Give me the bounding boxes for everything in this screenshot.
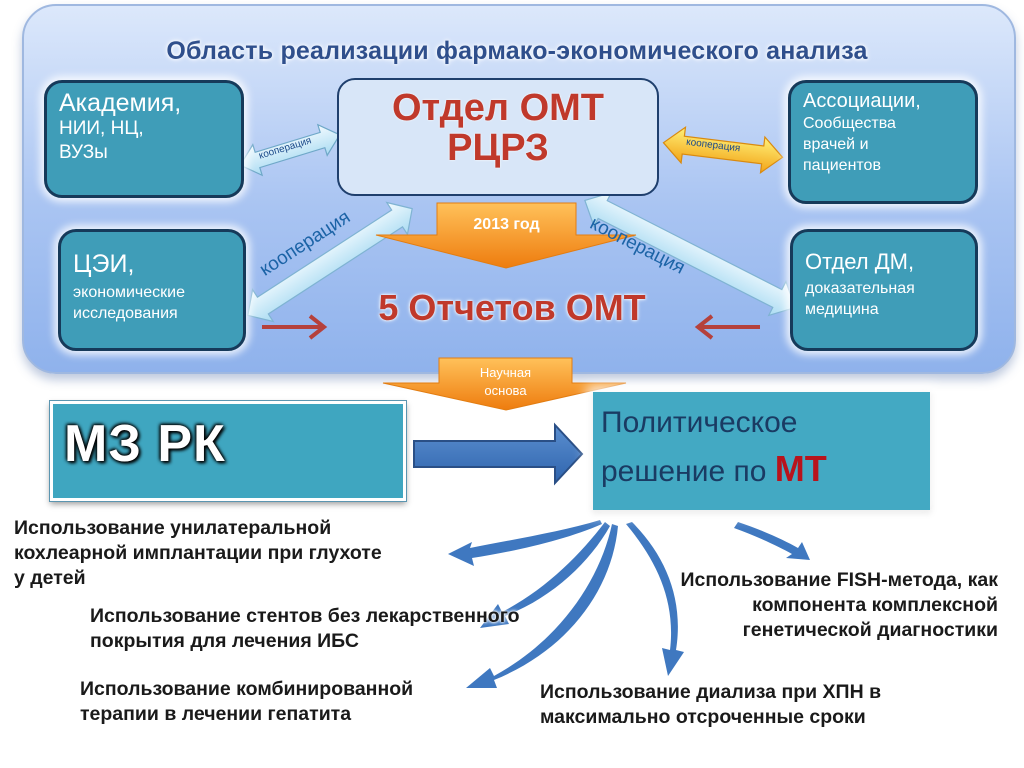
item-fish-line2: компонента комплексной <box>752 594 998 616</box>
year-label: 2013 год <box>473 216 540 233</box>
panel-title: Область реализации фармако-экономическог… <box>166 37 868 65</box>
basis-label-2: основа <box>484 383 527 398</box>
arrow-to-fish <box>734 522 810 560</box>
red-arrow-left <box>262 314 328 340</box>
arrow-to-dialysis <box>626 522 684 676</box>
cei-comma: , <box>127 250 135 278</box>
item-fish-line1: Использование FISH-метода, как <box>680 569 998 591</box>
omt-line2: РЦРЗ <box>447 127 549 169</box>
arrow-to-stents <box>480 522 610 628</box>
assoc-line3: врачей и <box>803 136 869 153</box>
omt-line1: Отдел ОМТ <box>391 87 605 129</box>
mz-label: МЗ РК <box>64 415 226 473</box>
basis-arrow <box>382 357 627 411</box>
academy-line2: НИИ, НЦ, <box>59 118 144 139</box>
dm-box: Отдел ДМ, доказательная медицина <box>790 229 978 351</box>
red-arrow-right <box>694 314 760 340</box>
coop-diag-left-arrow <box>247 201 413 323</box>
policy-line1: Политическое <box>601 406 798 439</box>
item-hepatitis: Использование комбинированной терапии в … <box>80 677 413 727</box>
item-stents: Использование стентов без лекарственного… <box>90 604 520 654</box>
item-fish-line3: генетической диагностики <box>742 619 998 641</box>
assoc-line2: Сообщества <box>803 115 896 132</box>
item-cochlear: Использование унилатеральной кохлеарной … <box>14 516 382 591</box>
mz-box <box>50 401 406 501</box>
academy-comma: , <box>174 89 182 117</box>
policy-prefix: решение по <box>601 455 775 488</box>
policy-mt: МТ <box>774 448 827 489</box>
curved-arrows <box>448 520 810 688</box>
item-stents-line1: Использование стентов без лекарственного <box>90 605 520 627</box>
dm-head: Отдел ДМ <box>805 249 908 274</box>
cei-box: ЦЭИ, экономические исследования <box>58 229 246 351</box>
year-arrow <box>375 202 637 269</box>
item-hepatitis-line1: Использование комбинированной <box>80 678 414 700</box>
dm-comma: , <box>907 249 915 274</box>
item-dialysis: Использование диализа при ХПН в максимал… <box>540 680 881 730</box>
item-hepatitis-line2: терапии в лечении гепатита <box>80 703 352 725</box>
assoc-line4: пациентов <box>803 157 881 174</box>
assoc-head: Ассоциации <box>803 90 916 112</box>
academy-head: Академия <box>59 89 175 117</box>
cei-head: ЦЭИ <box>73 250 128 278</box>
associations-box: Ассоциации, Сообщества врачей и пациенто… <box>788 80 978 204</box>
item-dialysis-line1: Использование диализа при ХПН в <box>540 681 882 703</box>
cei-line3: исследования <box>73 305 178 322</box>
assoc-comma: , <box>915 90 921 112</box>
reports-label: 5 Отчетов ОМТ <box>378 287 646 328</box>
item-cochlear-line3: у детей <box>14 567 86 589</box>
item-stents-line2: покрытия для лечения ИБС <box>90 630 359 652</box>
omt-box: Отдел ОМТ РЦРЗ <box>337 78 659 196</box>
item-cochlear-line2: кохлеарной имплантации при глухоте <box>14 542 382 564</box>
policy-line2: решение по МТ <box>601 446 922 495</box>
arrow-to-cochlear <box>448 520 602 566</box>
dm-line2: доказательная <box>805 280 915 297</box>
academy-line3: ВУЗы <box>59 142 108 163</box>
arrow-to-hepatitis <box>466 524 618 688</box>
item-cochlear-line1: Использование унилатеральной <box>14 517 332 539</box>
policy-box: Политическое решение по МТ <box>593 392 930 510</box>
cei-line2: экономические <box>73 284 185 301</box>
item-fish: Использование FISH-метода, как компонент… <box>600 568 998 643</box>
basis-label-1: Научная <box>479 365 532 380</box>
dm-line3: медицина <box>805 301 879 318</box>
mz-to-policy-arrow <box>413 422 584 486</box>
item-dialysis-line2: максимально отсроченные сроки <box>540 706 866 728</box>
academy-box: Академия, НИИ, НЦ, ВУЗы <box>44 80 244 198</box>
coop-right-arrow <box>662 125 784 175</box>
